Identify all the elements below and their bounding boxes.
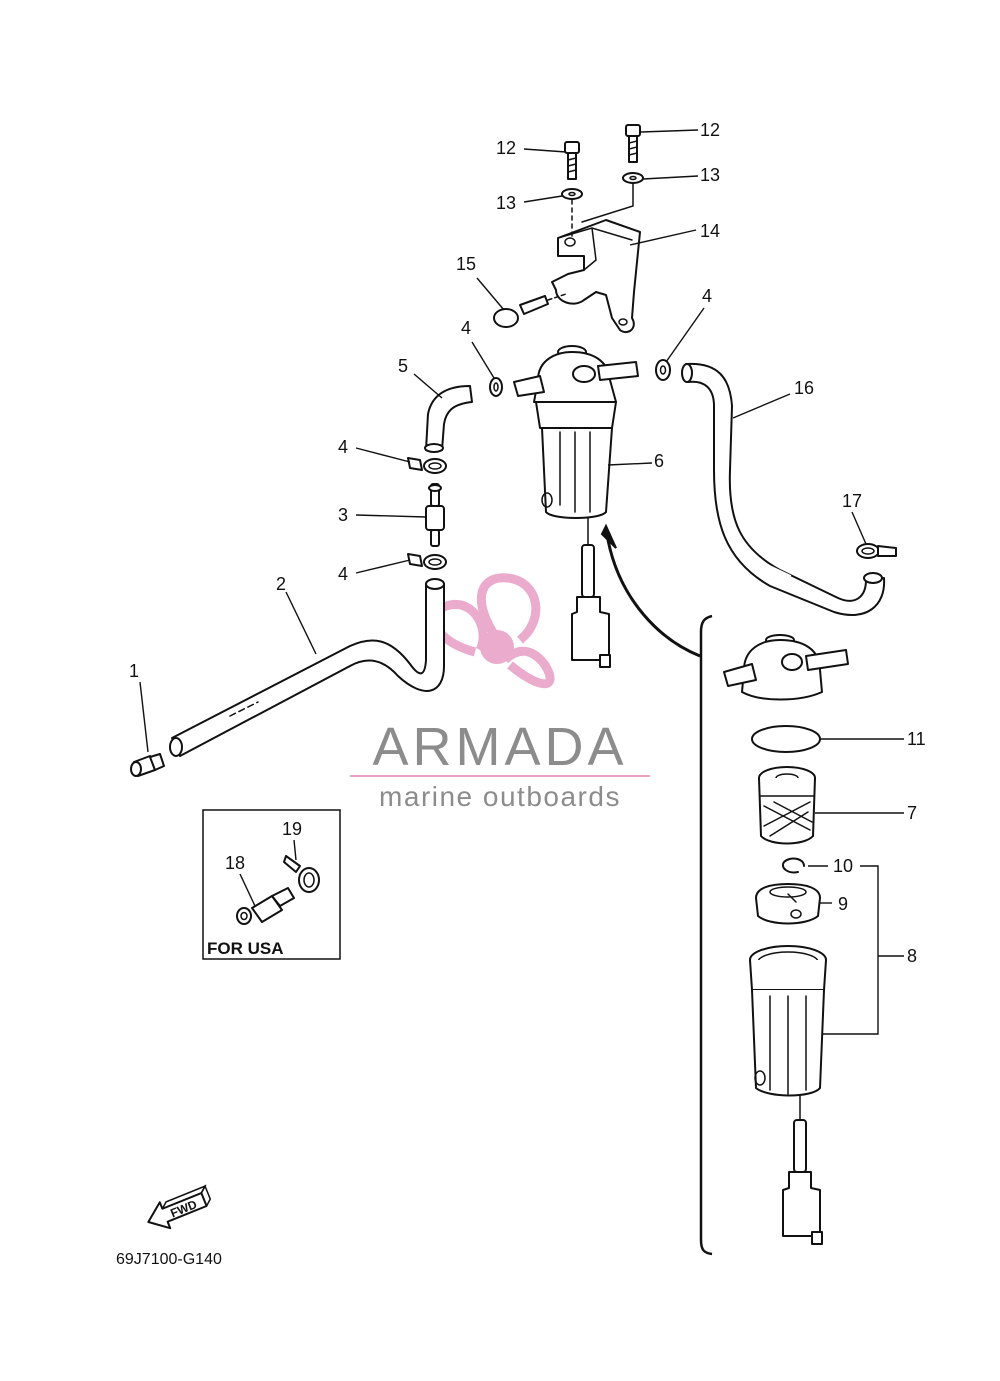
float-9 [755,883,821,925]
clip-4-middle [407,457,447,474]
callout-16: 16 [794,378,814,398]
callout-1: 1 [129,661,139,681]
callout-12-right: 12 [700,120,720,140]
callout-9: 9 [838,894,848,914]
clip-17 [856,543,897,559]
callout-14: 14 [700,221,720,241]
clip-19 [283,855,320,893]
for-usa-label: FOR USA [207,939,284,958]
callout-15: 15 [456,254,476,274]
callout-4-right: 4 [702,286,712,306]
callout-4-middle: 4 [338,437,348,457]
washer-13-right [622,172,644,184]
callout-4-upper: 4 [461,318,471,338]
exploded-view-arrow [606,539,701,658]
callout-10: 10 [833,856,853,876]
clip-ring-10 [782,857,805,874]
o-ring-11 [751,725,821,753]
callout-3: 3 [338,505,348,525]
callout-17: 17 [842,491,862,511]
for-usa-inset-box [202,809,341,960]
leader-lines [139,129,904,1035]
callout-18: 18 [225,853,245,873]
callout-12-left: 12 [496,138,516,158]
callout-13-left: 13 [496,193,516,213]
bolt-12-left [564,141,580,180]
callout-4-lower: 4 [338,564,348,584]
filter-cap [723,634,849,701]
hose-2 [169,578,445,757]
screw-15 [493,293,567,328]
armada-propeller-logo [430,573,555,689]
plug-1 [130,753,165,777]
callout-13-right: 13 [700,165,720,185]
watermark-brand: ARMADA [372,717,627,777]
clip-4-right [655,359,671,381]
callout-6: 6 [654,451,664,471]
exploded-view-bracket [699,614,713,1256]
callout-5: 5 [398,356,408,376]
exploded-view-arrowhead [600,523,617,549]
clip-4-upper [489,377,503,397]
joint-18 [236,887,295,925]
callout-19: 19 [282,819,302,839]
watermark-tagline: marine outboards [379,781,621,812]
fwd-arrow-icon: FWD [147,1184,212,1230]
drawing-code: 69J7100-G140 [116,1251,222,1268]
filter-bowl-8 [749,945,827,1245]
bracket-14 [551,219,641,334]
filter-element-7 [758,766,816,845]
fuel-filter-6 [513,345,639,668]
joint-3 [425,483,445,547]
clip-4-lower [407,553,447,570]
washer-13-left [561,188,583,200]
callout-2: 2 [276,574,286,594]
bolt-12-right [625,124,641,163]
hose-5 [424,385,473,453]
fwd-label: FWD [168,1197,199,1220]
callout-11: 11 [907,729,926,749]
hose-16 [681,362,886,616]
callout-8: 8 [907,946,917,966]
callout-7: 7 [907,803,917,823]
